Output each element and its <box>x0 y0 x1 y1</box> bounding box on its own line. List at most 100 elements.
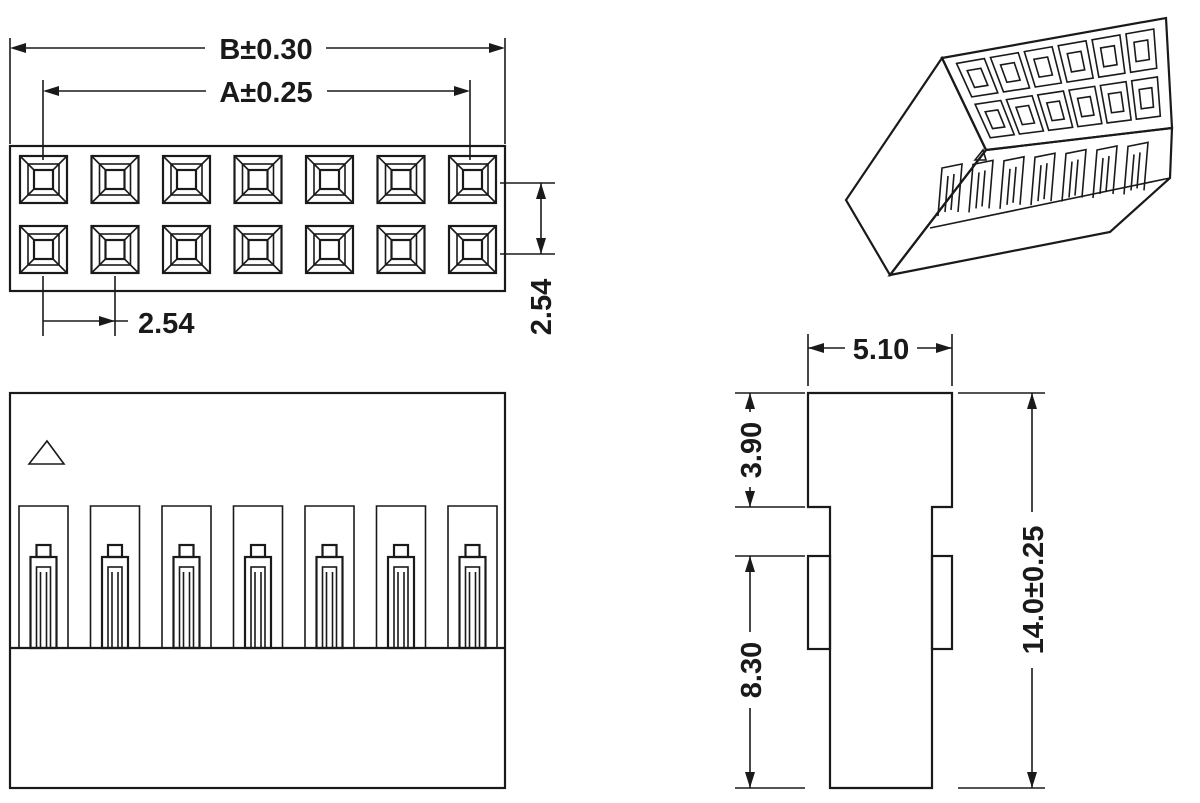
iso-slot-line <box>950 173 955 211</box>
iso-slot-line <box>1068 161 1073 198</box>
cavity-bevel <box>162 225 178 241</box>
lower-height-label: 8.30 <box>736 642 768 698</box>
iso-cavity-inner <box>999 61 1022 84</box>
side-right-shoulder <box>930 554 954 651</box>
front-view-body <box>8 391 507 790</box>
iso-slot <box>1030 152 1056 206</box>
contact-spring <box>100 555 130 650</box>
cavity-bevel <box>338 155 354 171</box>
cavity-inner <box>390 168 412 191</box>
cavity-bevel <box>266 258 283 274</box>
dimension-upper-height: 3.90 <box>735 392 805 508</box>
side-view: 5.10 3.90 8.30 <box>735 334 1050 790</box>
contact-tab <box>178 543 195 559</box>
dimension-a-label: A±0.25 <box>219 77 312 109</box>
iso-cavity <box>1057 39 1095 84</box>
cavity-inner <box>32 238 55 261</box>
front-view <box>8 391 507 790</box>
contact-spring-inner <box>250 566 266 649</box>
iso-cavity <box>973 99 1016 139</box>
top-view: B±0.30 A±0.25 2.54 <box>8 34 558 340</box>
contact-tab <box>35 543 52 559</box>
iso-cavity-inner <box>1107 91 1125 114</box>
iso-cavity-inner <box>1066 50 1086 73</box>
contact-spring <box>386 555 416 650</box>
pitch-horizontal-label: 2.54 <box>138 308 194 340</box>
cavity-inner <box>175 168 198 191</box>
iso-cavity <box>1023 45 1063 88</box>
cavity-inner <box>247 168 269 191</box>
iso-slot <box>1061 148 1087 202</box>
cavity-inner <box>318 168 341 191</box>
iso-cavity <box>1091 34 1126 79</box>
cavity-inner <box>175 238 198 261</box>
cavity-outer <box>18 154 69 205</box>
cavity-bevel <box>162 188 178 204</box>
slot-outline <box>232 505 284 648</box>
cavity-bevel <box>448 225 464 241</box>
contact-tab <box>249 543 267 559</box>
iso-slot-outline <box>1123 141 1149 195</box>
cavity-inner <box>104 168 126 191</box>
cavity-bevel <box>123 188 140 204</box>
iso-cavity-outer <box>955 57 999 98</box>
contact-cavity <box>233 154 283 205</box>
iso-cavity-outer <box>1005 94 1045 135</box>
cavity-bevel <box>305 225 321 241</box>
dimension-lower-height: 8.30 <box>735 555 805 789</box>
iso-cavity-outer <box>1130 76 1162 121</box>
cavity-bevel <box>481 258 497 274</box>
upper-height-label: 3.90 <box>736 422 768 478</box>
contact-slot <box>89 505 141 650</box>
iso-slot <box>937 163 963 217</box>
cavity-bevel <box>123 155 140 171</box>
iso-cavity <box>989 51 1031 93</box>
iso-cavity-outer <box>1099 80 1132 124</box>
iso-cavity <box>1125 28 1158 74</box>
contact-cavity <box>18 224 69 275</box>
cavity-bevel <box>233 258 250 274</box>
iso-cavity-outer <box>1125 28 1158 74</box>
contact-slot <box>304 505 355 650</box>
contact-cavity <box>90 224 140 275</box>
dimension-a: A±0.25 <box>42 77 471 160</box>
side-left-shoulder <box>806 554 832 651</box>
cavity-mid <box>384 163 418 196</box>
cavity-inner <box>104 238 126 261</box>
cavity-bevel <box>266 155 283 171</box>
cavity-inner <box>247 238 269 261</box>
contact-tab <box>464 543 481 559</box>
cavity-bevel <box>162 155 178 171</box>
iso-slot-line <box>944 175 949 213</box>
cavity-bevel <box>52 258 68 274</box>
cavity-bevel <box>52 225 68 241</box>
contact-cavity <box>304 154 355 205</box>
cavity-mid <box>27 233 60 266</box>
cavity-mid <box>170 233 203 266</box>
contact-tab <box>392 543 410 559</box>
contact-spring-inner <box>393 566 409 649</box>
iso-cavity-inner <box>966 67 989 89</box>
cavity-bevel <box>376 258 393 274</box>
cavity-bevel <box>338 225 354 241</box>
cavity-bevel <box>90 225 107 241</box>
contact-slot <box>375 505 427 650</box>
iso-cavity <box>1036 90 1074 132</box>
cavity-bevel <box>233 155 250 171</box>
cavity-bevel <box>195 155 211 171</box>
cavity-bevel <box>305 155 321 171</box>
iso-cavity-inner <box>1076 95 1095 118</box>
cavity-bevel <box>448 155 464 171</box>
total-height-label: 14.0±0.25 <box>1018 526 1050 655</box>
cavity-bevel <box>19 155 35 171</box>
contact-spring-inner <box>321 566 338 649</box>
iso-slot <box>1092 145 1118 199</box>
iso-cavity-outer <box>973 99 1016 139</box>
cavity-bevel <box>52 188 68 204</box>
contact-tab <box>106 543 124 559</box>
top-view-body <box>8 144 507 293</box>
iso-cavity <box>1005 94 1045 135</box>
cavity-bevel <box>195 225 211 241</box>
iso-cavity-inner <box>1014 104 1036 126</box>
iso-cavity <box>955 57 999 98</box>
